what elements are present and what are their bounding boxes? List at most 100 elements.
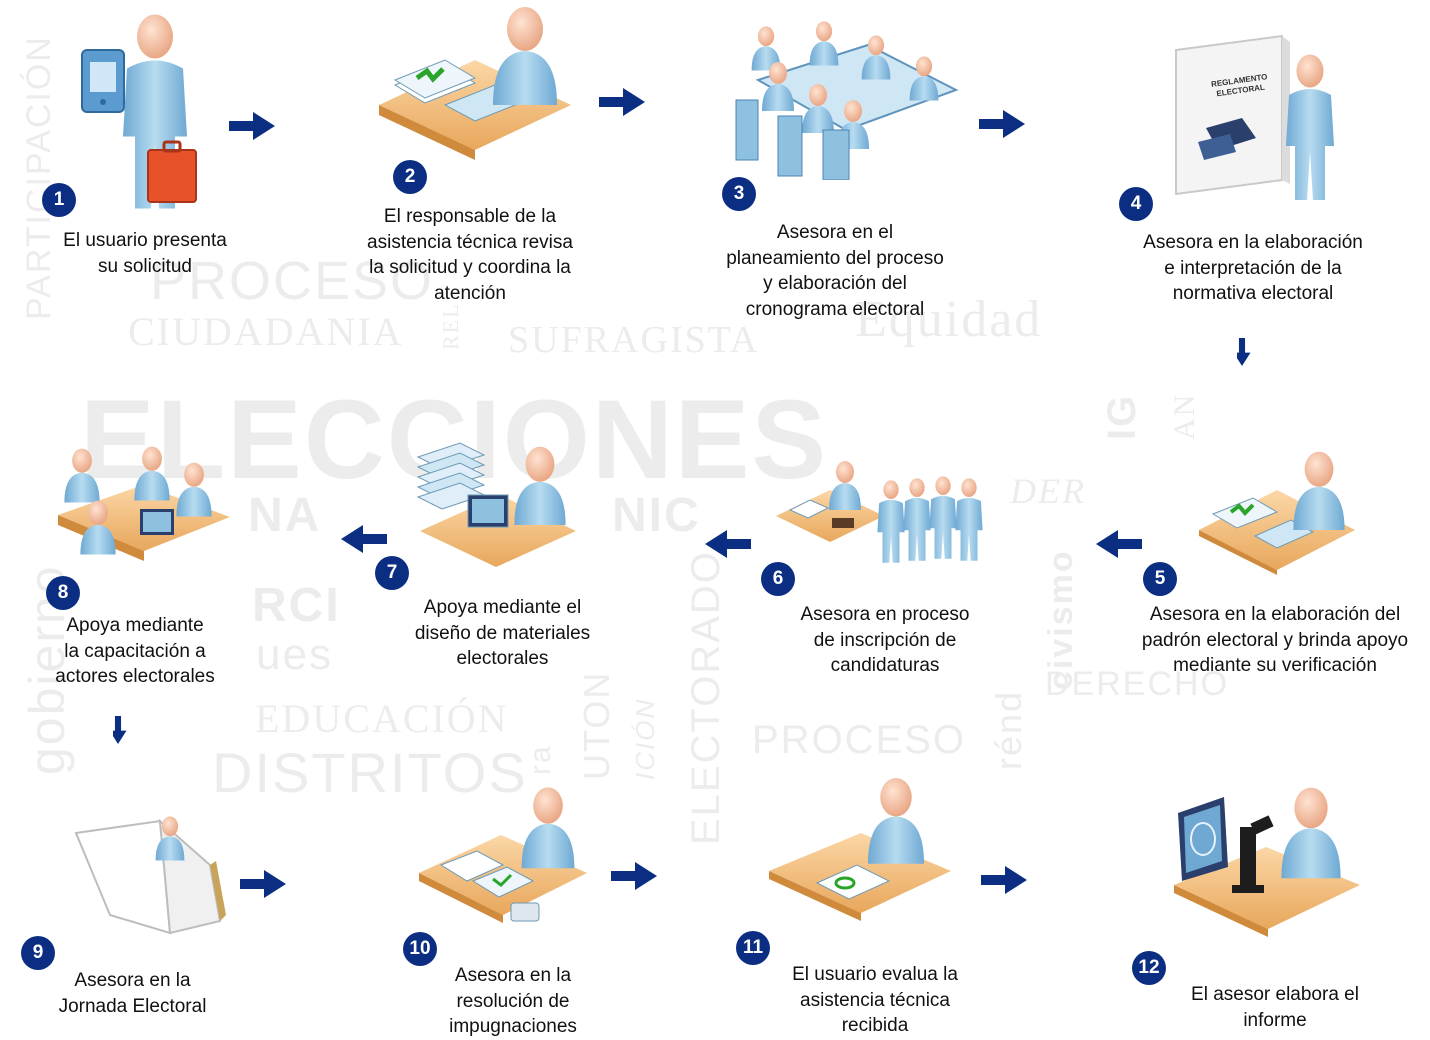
step-label-line: Asesora en el [776, 222, 894, 243]
step-label: Asesora en la Jornada Electoral [30, 968, 235, 1019]
step-label-line: informe [1243, 1009, 1307, 1031]
evaluation-form-icon [769, 778, 951, 921]
step-label-line: mediante su verificación [1173, 655, 1377, 676]
background-word: ICIÓN [630, 697, 660, 780]
step-label: Asesora en proceso de inscripción de can… [760, 602, 1010, 679]
background-word: REL [438, 302, 463, 350]
step-label-line: candidaturas [830, 655, 940, 676]
step-label-line: Apoya mediante [66, 615, 204, 636]
background-word: NA [248, 489, 322, 542]
regulation-book-icon: REGLAMENTO ELECTORAL [1170, 30, 1340, 210]
step-number-badge: 3 [722, 177, 756, 211]
background-word: IG [1100, 393, 1144, 440]
step-label-line: El responsable de la [383, 206, 557, 227]
arrow-left-icon [705, 530, 751, 558]
step-number-badge: 12 [1132, 951, 1166, 985]
background-word: ra [524, 744, 557, 775]
step-label: Apoya mediante el diseño de materiales e… [385, 595, 620, 672]
background-word: NIC [612, 489, 701, 542]
step-label-line: normativa electoral [1172, 283, 1334, 304]
background-word: ues [256, 630, 333, 679]
arrow-left-icon [1096, 530, 1142, 558]
step-label-line: Jornada Electoral [58, 995, 207, 1017]
step-label-line: El asesor elabora el [1191, 984, 1359, 1005]
step-number-badge: 1 [42, 183, 76, 217]
step-label: Asesora en la elaboración e interpretaci… [1108, 230, 1398, 307]
step-label-line: Asesora en la [74, 970, 191, 991]
step-label: Asesora en la elaboración del padrón ele… [1120, 602, 1430, 679]
step-label-line: asistencia técnica revisa [367, 231, 573, 253]
step-label-line: e interpretación de la [1164, 257, 1342, 279]
step-label: El usuario evalua la asistencia técnica … [755, 962, 995, 1039]
step-number-badge: 9 [21, 936, 55, 970]
step-label-line: Asesora en la elaboración del [1149, 604, 1401, 625]
step-label-line: recibida [841, 1015, 909, 1036]
step-label-line: resolución de [456, 990, 570, 1012]
training-group-icon [58, 446, 230, 561]
background-word: SUFRAGISTA [508, 319, 760, 361]
voting-booth-icon [74, 816, 226, 935]
step-label: El asesor elabora el informe [1150, 982, 1400, 1033]
arrow-right-icon [979, 110, 1025, 138]
background-word: civismo [1042, 549, 1080, 690]
background-word: DER [1010, 471, 1086, 511]
arrow-left-icon [341, 525, 387, 553]
step-number-badge: 7 [375, 556, 409, 590]
step-label-line: Asesora en la elaboración [1143, 232, 1363, 253]
step-label-line: actores electorales [55, 666, 215, 687]
candidate-registration-icon [776, 461, 983, 563]
step-label: Asesora en la resolución de impugnacione… [403, 963, 623, 1040]
step-label-line: la solicitud y coordina la [369, 257, 571, 278]
step-label-line: diseño de materiales [414, 622, 591, 644]
step-label-line: su solicitud [98, 255, 192, 277]
step-label-line: Apoya mediante el [423, 597, 582, 618]
step-label-line: asistencia técnica [800, 989, 950, 1011]
step-label-line: de inscripción de [813, 629, 957, 651]
arrow-right-icon [229, 112, 275, 140]
step-label-line: El usuario presenta [63, 230, 227, 251]
voter-roll-desk-icon [1199, 451, 1355, 575]
arrow-right-icon [599, 88, 645, 116]
arrow-down-icon [113, 716, 141, 762]
arrow-right-icon [611, 862, 657, 890]
arrow-right-icon [981, 866, 1027, 894]
material-design-computer-icon [416, 442, 576, 567]
step-label-line: El usuario evalua la [792, 964, 958, 985]
step-number-badge: 10 [403, 932, 437, 966]
step-number-badge: 8 [46, 576, 80, 610]
step-label-line: y elaboración del [763, 273, 907, 294]
step-label-line: Asesora en proceso [800, 604, 970, 625]
user-with-briefcase-icon [81, 14, 197, 209]
step-number-badge: 5 [1143, 562, 1177, 596]
background-word: rénd [988, 689, 1029, 770]
meeting-table-icon [735, 21, 959, 180]
step-label-line: impugnaciones [449, 1016, 577, 1037]
review-documents-icon [379, 7, 571, 160]
step-number-badge: 2 [393, 160, 427, 194]
step-label-line: cronograma electoral [745, 298, 925, 320]
challenge-resolution-icon [419, 787, 587, 923]
step-number-badge: 4 [1119, 187, 1153, 221]
report-lab-icon [1174, 787, 1360, 937]
step-label-line: planeamiento del proceso [726, 247, 944, 269]
step-label-line: Asesora en la [454, 965, 572, 986]
step-label-line: la capacitación a [64, 640, 206, 662]
step-label: Asesora en el planeamiento del proceso y… [695, 220, 975, 322]
arrow-right-icon [240, 870, 286, 898]
step-label: El usuario presenta su solicitud [30, 228, 260, 279]
step-label: El responsable de la asistencia técnica … [330, 204, 610, 306]
step-number-badge: 6 [761, 562, 795, 596]
step-number-badge: 11 [736, 931, 770, 965]
background-word: AN [1168, 392, 1201, 440]
background-word: RCI [252, 579, 341, 632]
background-word: PROCESO [752, 718, 967, 762]
arrow-down-icon [1237, 338, 1265, 384]
step-label-line: electorales [456, 648, 549, 669]
background-word: CIUDADANIA [128, 309, 404, 354]
step-label-line: padrón electoral y brinda apoyo [1141, 629, 1409, 651]
background-word: EDUCACIÓN [255, 696, 509, 741]
step-label: Apoya mediante la capacitación a actores… [30, 613, 240, 690]
background-word: ELECTORADO [684, 550, 728, 845]
background-word: UTON [576, 670, 617, 780]
step-label-line: atención [434, 282, 506, 304]
